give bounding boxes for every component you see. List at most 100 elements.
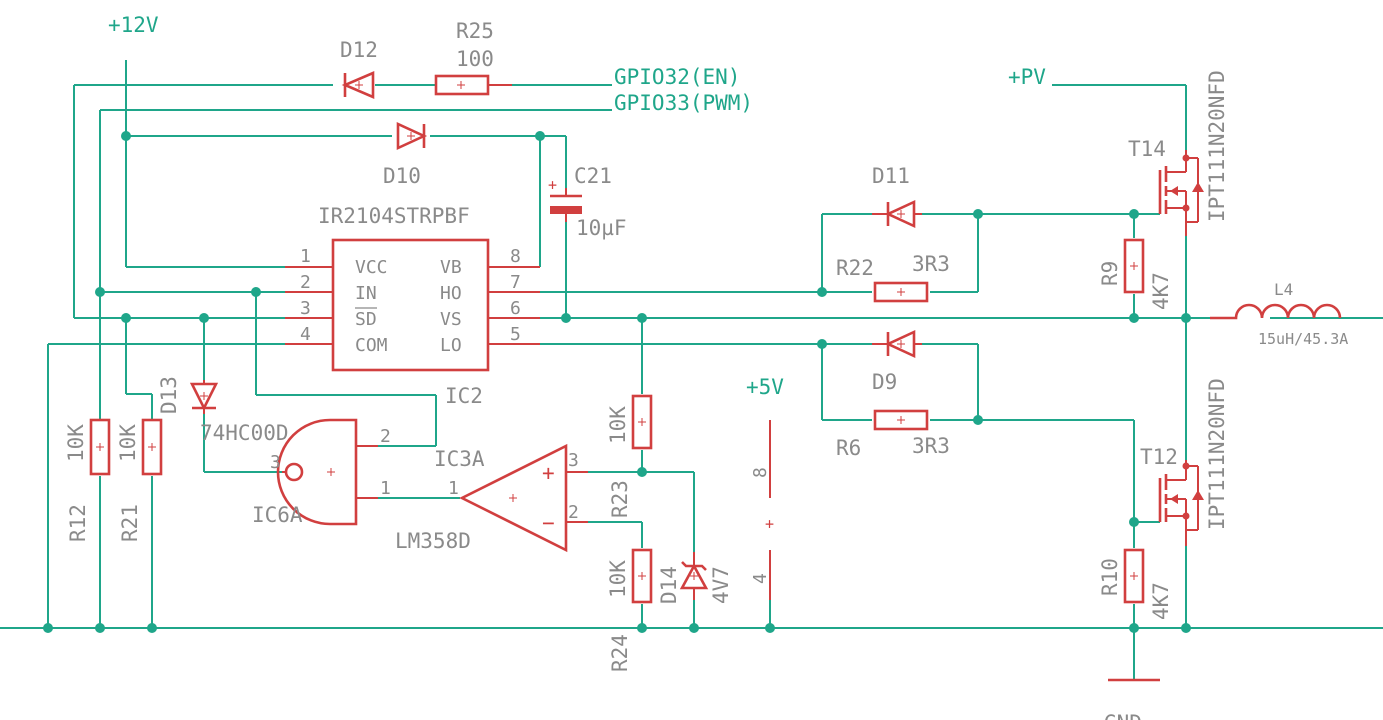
t14-part: IPT111N20NFD (1205, 70, 1229, 222)
c21-value: 10µF (576, 216, 627, 240)
ic2-pin-sd: SD (355, 309, 377, 330)
opamp-minus: − (542, 511, 555, 535)
ic2-pin-vs: VS (440, 309, 462, 330)
c21-capacitor: + C21 10µF (548, 164, 627, 240)
ic2-pin5-num: 5 (510, 324, 521, 345)
opamp-power-pins: 8 4 + (750, 420, 774, 600)
l4-value: 15uH/45.3A (1258, 330, 1348, 348)
d10-diode: D10 (383, 121, 428, 188)
ic2-pin-vb: VB (440, 257, 462, 278)
ic3a-opamp: + − 1 3 2 IC3A LM358D (395, 443, 588, 553)
r9-label: R9 (1098, 261, 1122, 286)
gpio33-label: GPIO33(PWM) (614, 91, 753, 115)
d12-diode: D12 (340, 38, 378, 99)
power-pin8: 8 (750, 467, 771, 478)
t14-mosfet: T14 IPT111N20NFD (1128, 70, 1229, 236)
r25-resistor: R25 100 (434, 19, 512, 96)
r24-value: 10K (606, 560, 630, 598)
r22-resistor: R22 3R3 (836, 252, 950, 303)
ic2-ref: IC2 (445, 384, 483, 408)
t12-mosfet: T12 IPT111N20NFD (1140, 378, 1229, 546)
d13-label: D13 (157, 376, 181, 414)
c21-polarity: + (548, 176, 557, 194)
d11-diode: D11 (872, 164, 922, 229)
l4-label: L4 (1274, 280, 1293, 299)
r9-resistor: R9 4K7 (1098, 238, 1173, 310)
origin-marks (96, 81, 1138, 580)
ic2-pin-in: IN (355, 283, 377, 304)
r25-value: 100 (456, 47, 494, 71)
ic2-pin4-num: 4 (300, 324, 311, 345)
d14-zener: D14 4V7 (657, 552, 733, 604)
ic2-pin7-num: 7 (510, 272, 521, 293)
r24-label: R24 (608, 634, 632, 672)
d9-diode: D9 (872, 329, 922, 394)
r10-label: R10 (1098, 558, 1122, 596)
pv-label: +PV (1008, 65, 1046, 89)
opamp-plus: + (542, 461, 555, 485)
r21-value: 10K (116, 424, 140, 462)
d13-diode: D13 (157, 376, 219, 414)
r21-resistor: 10K R21 (116, 418, 163, 542)
nand-pin3: 3 (270, 452, 281, 473)
junctions (43, 131, 1191, 633)
opamp-pin3: 3 (568, 450, 579, 471)
net-labels: +12V GPIO32(EN) GPIO33(PWM) +PV +5V GND (108, 13, 1142, 720)
r25-label: R25 (456, 19, 494, 43)
r6-label: R6 (836, 436, 861, 460)
v5-label: +5V (746, 375, 784, 399)
ic2-pin6-num: 6 (510, 298, 521, 319)
ic2-driver: 1 2 3 4 8 7 6 5 VCC IN SD COM VB HO VS L… (285, 204, 540, 408)
ic2-pin-ho: HO (440, 283, 462, 304)
power-pin4: 4 (750, 573, 771, 584)
nand-pin2: 2 (380, 426, 391, 447)
ic2-pin1-num: 1 (300, 246, 311, 267)
ic3a-label: IC3A (434, 447, 485, 471)
ic2-pin3-num: 3 (300, 298, 311, 319)
d14-label: D14 (657, 566, 681, 604)
r12-label: R12 (66, 504, 90, 542)
wires (0, 60, 1383, 680)
d12-label: D12 (340, 38, 378, 62)
l4-inductor: L4 15uH/45.3A (1210, 280, 1348, 348)
ic2-pin-lo: LO (440, 335, 462, 356)
ic6a-nand: 2 1 3 74HC00D IC6A (200, 418, 391, 527)
d10-label: D10 (383, 164, 421, 188)
opamp-pin1: 1 (448, 478, 459, 499)
r12-value: 10K (64, 424, 88, 462)
r12-resistor: 10K R12 (64, 418, 111, 542)
r22-value: 3R3 (912, 252, 950, 276)
ic2-pin-vcc: VCC (355, 257, 388, 278)
d14-value: 4V7 (709, 566, 733, 604)
ic2-part: IR2104STRPBF (318, 204, 470, 228)
v12-label: +12V (108, 13, 159, 37)
r6-resistor: R6 3R3 (836, 409, 950, 460)
d11-label: D11 (872, 164, 910, 188)
r24-resistor: 10K R24 (606, 548, 653, 672)
ic2-pin2-num: 2 (300, 272, 311, 293)
ic2-pin-com: COM (355, 335, 388, 356)
opamp-pin2: 2 (568, 502, 579, 523)
ic6a-label: IC6A (252, 503, 303, 527)
r10-resistor: R10 4K7 (1098, 548, 1173, 620)
r9-value: 4K7 (1149, 272, 1173, 310)
r21-label: R21 (118, 504, 142, 542)
gpio32-label: GPIO32(EN) (614, 65, 740, 89)
ic3a-part: LM358D (395, 529, 471, 553)
t12-part: IPT111N20NFD (1205, 378, 1229, 530)
r23-label: R23 (608, 480, 632, 518)
ic6a-part: 74HC00D (200, 421, 289, 445)
t12-label: T12 (1140, 445, 1178, 469)
c21-label: C21 (574, 164, 612, 188)
r23-value: 10K (606, 406, 630, 444)
r10-value: 4K7 (1149, 582, 1173, 620)
t14-label: T14 (1128, 137, 1166, 161)
d9-label: D9 (872, 370, 897, 394)
nand-pin1: 1 (380, 478, 391, 499)
r22-label: R22 (836, 256, 874, 280)
r23-resistor: 10K R23 (606, 394, 653, 518)
ic2-pin8-num: 8 (510, 246, 521, 267)
r6-value: 3R3 (912, 434, 950, 458)
power-origin: + (765, 515, 774, 533)
